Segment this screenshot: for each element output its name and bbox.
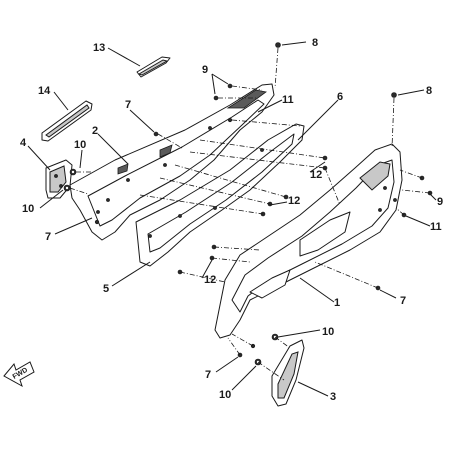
callout-10-lower-left: 10 xyxy=(22,203,34,215)
callout-1: 1 xyxy=(334,297,340,309)
callout-7-bottom: 7 xyxy=(205,369,211,381)
callout-labels: 13 14 4 2 10 10 7 7 9 8 11 6 12 12 12 5 … xyxy=(20,37,443,403)
callout-2: 2 xyxy=(92,125,98,137)
callout-6: 6 xyxy=(337,91,343,103)
callout-9-right: 9 xyxy=(437,196,443,208)
callout-7-top: 7 xyxy=(125,99,131,111)
callout-13: 13 xyxy=(93,42,105,54)
part-13-trim-strip xyxy=(136,56,171,78)
callout-11-top: 11 xyxy=(282,94,294,106)
part-14-trim-strip xyxy=(41,100,93,142)
callout-11-right: 11 xyxy=(430,221,442,233)
part-4-bracket xyxy=(45,159,73,199)
callout-14: 14 xyxy=(38,85,51,97)
fwd-direction-arrow: FWD xyxy=(3,361,35,388)
callout-7-right: 7 xyxy=(400,295,406,307)
callout-12-lower: 12 xyxy=(204,274,216,286)
callout-12-middle: 12 xyxy=(288,195,300,207)
part-2-inner-panel xyxy=(69,83,275,241)
part-5-middle-panel xyxy=(135,123,305,267)
callout-9-top: 9 xyxy=(202,64,208,76)
callout-3: 3 xyxy=(330,391,336,403)
leader-lines xyxy=(27,41,437,397)
callout-10-bottom: 10 xyxy=(219,389,231,401)
callout-10-upper-left: 10 xyxy=(74,139,86,151)
part-1-outer-side-panel xyxy=(214,143,403,339)
fastener-cluster xyxy=(63,83,433,366)
screw-8-right xyxy=(391,92,397,98)
part-3-lower-bracket xyxy=(271,339,305,407)
callout-10-upper-right: 10 xyxy=(322,326,334,338)
screw-8-left xyxy=(275,42,281,48)
callout-12-right: 12 xyxy=(310,169,322,181)
callout-5: 5 xyxy=(103,283,109,295)
callout-8-right: 8 xyxy=(426,85,432,97)
callout-7-left: 7 xyxy=(45,231,51,243)
callout-4: 4 xyxy=(20,137,27,149)
callout-8-left: 8 xyxy=(312,37,318,49)
assembly-lines xyxy=(69,47,431,381)
